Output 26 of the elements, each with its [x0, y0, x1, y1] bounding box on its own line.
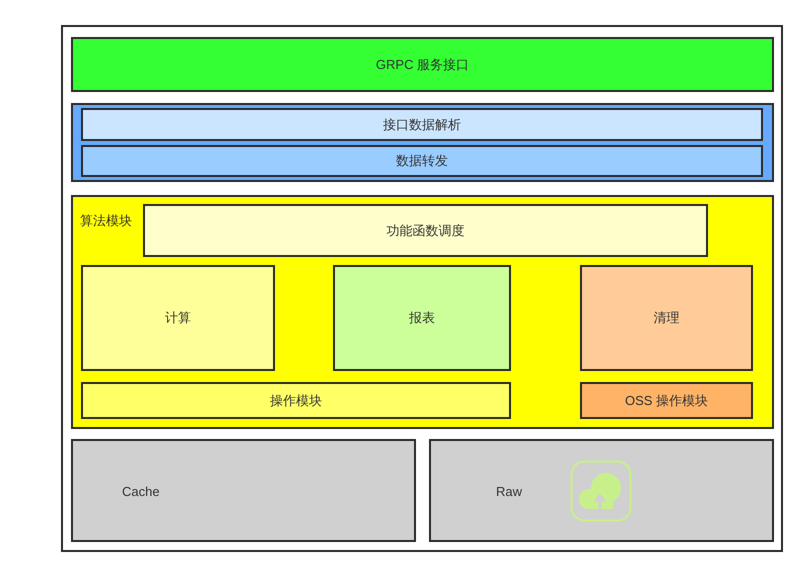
box-label: 操作模块 — [270, 392, 322, 408]
layer-band — [71, 103, 774, 182]
module-box — [580, 382, 753, 419]
box-label: 数据转发 — [396, 153, 448, 169]
module-box — [81, 265, 275, 371]
diagram-frame — [61, 25, 783, 552]
box-label: 报表 — [409, 310, 435, 326]
storage-box — [429, 439, 774, 542]
box-label: Cache — [122, 484, 160, 500]
box-label: 功能函数调度 — [386, 222, 464, 238]
box-label: GRPC 服务接口 — [376, 56, 470, 72]
section-heading: 算法模块 — [80, 213, 132, 229]
box-label: OSS 操作模块 — [624, 392, 708, 408]
layer-band — [81, 145, 763, 177]
layer-band — [71, 37, 774, 92]
module-box — [333, 265, 511, 371]
module-panel — [71, 195, 774, 429]
layer-band — [81, 108, 763, 141]
box-label: 清理 — [654, 310, 680, 326]
module-box — [81, 382, 511, 419]
module-box — [580, 265, 753, 371]
box-label: Raw — [496, 484, 522, 500]
box-label: 计算 — [165, 310, 191, 326]
box-label: 接口数据解析 — [383, 116, 461, 132]
storage-box — [71, 439, 416, 542]
module-box — [143, 204, 708, 257]
